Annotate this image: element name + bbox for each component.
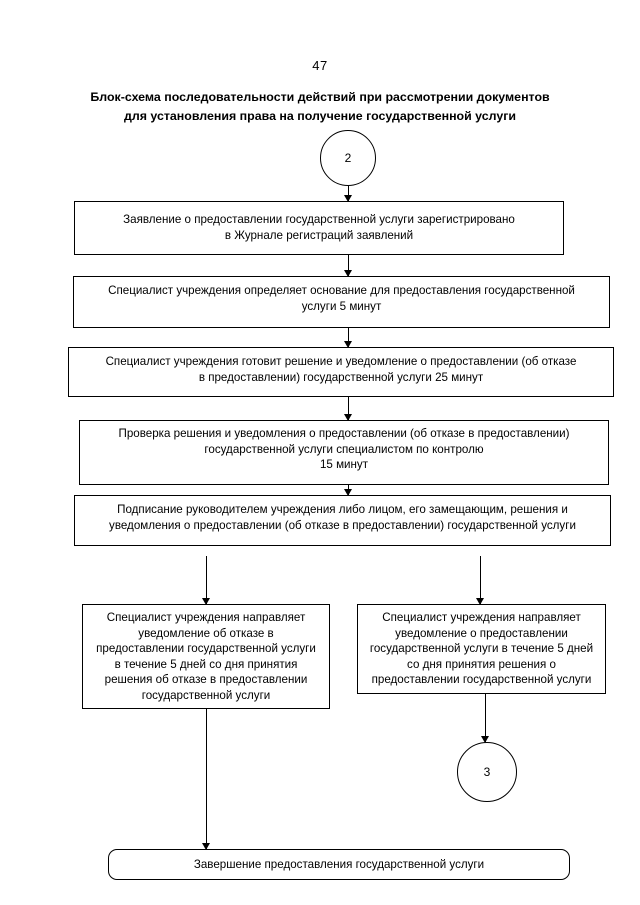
flow-node-step-5: Подписание руководителем учреждения либо…	[74, 495, 611, 546]
flow-connector-circle-in: 2	[320, 130, 376, 186]
flow-node-branch-grant-line-4: со дня принятия решения о	[407, 657, 556, 671]
arrow-step-3-to-step-4	[344, 397, 352, 421]
arrow-step-2-to-step-3	[344, 328, 352, 348]
flow-connector-in-label: 2	[344, 151, 352, 165]
flow-node-branch-refusal-line-6: государственной услуги	[141, 688, 271, 702]
arrow-branch-grant-to-connector-out	[481, 694, 489, 743]
arrow-step-1-to-step-2	[344, 255, 352, 277]
page-title-line-1: Блок-схема последовательности действий п…	[90, 90, 550, 104]
flow-node-step-1: Заявление о предоставлении государственн…	[74, 201, 564, 255]
flow-node-step-5-line-2: уведомления о предоставлении (об отказе …	[109, 518, 576, 532]
flow-node-branch-refusal-line-4: в течение 5 дней со дня принятия	[114, 657, 298, 671]
flow-node-step-3-line-1: Специалист учреждения готовит решение и …	[105, 355, 577, 368]
flow-node-branch-refusal-line-2: уведомление об отказе в	[138, 626, 274, 640]
flow-node-step-3: Специалист учреждения готовит решение и …	[68, 347, 614, 397]
flow-node-step-3-line-2: в предоставлении) государственной услуги…	[198, 370, 484, 384]
page-title-line-2: для установления права на получение госу…	[123, 109, 517, 123]
arrow-step-5-to-branch-grant	[476, 556, 484, 605]
flow-node-branch-grant-line-5: предоставлении государственной услуги	[371, 673, 592, 686]
flow-node-branch-refusal: Специалист учреждения направляет уведомл…	[82, 604, 330, 709]
flow-node-step-4-line-1: Проверка решения и уведомления о предост…	[118, 427, 570, 440]
arrow-branch-refusal-to-end	[202, 709, 210, 850]
flow-node-step-4-line-2: государственной услуги специалистом по к…	[204, 442, 484, 456]
flow-node-branch-grant-line-1: Специалист учреждения направляет	[382, 611, 581, 624]
flow-node-branch-refusal-line-1: Специалист учреждения направляет	[106, 611, 306, 624]
arrow-connector-to-step-1	[344, 186, 352, 202]
flow-node-step-1-line-1: Заявление о предоставлении государственн…	[123, 213, 515, 226]
flow-node-step-4: Проверка решения и уведомления о предост…	[79, 420, 609, 485]
flow-node-step-1-line-2: в Журнале регистраций заявлений	[224, 228, 414, 242]
flow-node-branch-refusal-line-3: предоставлении государственной услуги	[96, 642, 316, 655]
flow-node-end-label: Завершение предоставления государственно…	[193, 857, 485, 871]
flow-node-step-4-line-3: 15 минут	[319, 458, 369, 471]
page-number: 47	[312, 58, 328, 73]
page-title: Блок-схема последовательности действий п…	[70, 88, 570, 126]
flow-connector-circle-out: 3	[457, 742, 517, 802]
flow-node-step-2: Специалист учреждения определяет основан…	[73, 276, 610, 328]
flow-node-branch-grant-line-3: государственной услуги в течение 5 дней	[369, 642, 594, 655]
flow-connector-out-label: 3	[483, 765, 491, 779]
flow-node-step-5-line-1: Подписание руководителем учреждения либо…	[117, 503, 568, 516]
flow-node-end: Завершение предоставления государственно…	[108, 849, 570, 880]
flow-node-branch-refusal-line-5: решения об отказе в предоставлении	[104, 673, 308, 686]
flow-node-step-2-line-2: услуги 5 минут	[301, 299, 382, 313]
arrow-step-5-to-branch-refusal	[202, 556, 210, 605]
flow-node-step-2-line-1: Специалист учреждения определяет основан…	[108, 284, 575, 297]
flow-node-branch-grant-line-2: уведомление о предоставлении	[395, 626, 568, 640]
flow-node-branch-grant: Специалист учреждения направляет уведомл…	[357, 604, 606, 694]
arrow-step-4-to-step-5	[344, 485, 352, 496]
